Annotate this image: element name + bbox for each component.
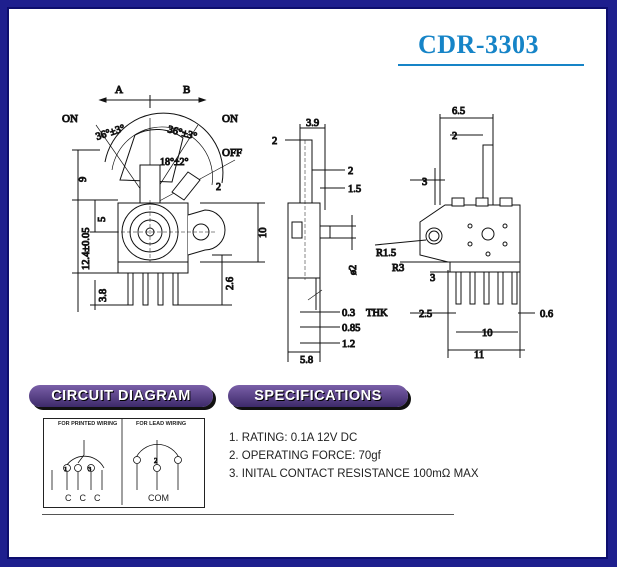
label-off: OFF — [222, 147, 242, 159]
spec-operating-force: 2. OPERATING FORCE: 70gf — [229, 450, 381, 462]
rear-view: 6.5 2 3 R1.5 R3 3 2.5 0.6 10 11 — [374, 106, 554, 362]
printed-wiring-caption: FOR PRINTED WIRING — [58, 421, 118, 427]
circuit-schematics: 2 1 3 — [51, 419, 182, 505]
dim-side-0-3: 0.3 — [342, 308, 355, 319]
dim-side-0-85: 0.85 — [342, 323, 360, 334]
dim-rear-2: 2 — [452, 131, 457, 142]
dim-rear-6-5: 6.5 — [452, 106, 465, 117]
dim-rear-r3: R3 — [392, 263, 404, 274]
pin-number-2: 2 — [154, 457, 158, 465]
spec-contact-resistance: 3. INITAL CONTACT RESISTANCE 100mΩ MAX — [229, 468, 479, 480]
bottom-rule — [42, 514, 454, 515]
dim-rear-0-6: 0.6 — [540, 309, 553, 320]
dim-side-thk: THK — [366, 308, 388, 319]
dim-front-12-4: 12.4±0.05 — [81, 227, 92, 270]
dim-rear-3b: 3 — [430, 273, 435, 284]
dim-side-dia2: ø2 — [348, 265, 359, 275]
dim-rear-r1-5: R1.5 — [376, 248, 396, 259]
printed-wiring-pins: C C C — [65, 493, 102, 503]
drawing-sheet — [7, 7, 608, 559]
label-b: B — [183, 84, 190, 96]
dim-rear-11: 11 — [474, 350, 484, 361]
dim-front-2: 2 — [216, 182, 221, 193]
angle-mid: 18°±2° — [160, 157, 189, 168]
front-view: A B ON ON OFF 36°±3° 36°±3° 18°±2° 2 9 5… — [62, 84, 270, 312]
circuit-diagram-header: CIRCUIT DIAGRAM — [29, 385, 213, 407]
dim-front-3-8: 3.8 — [98, 289, 109, 302]
lead-wiring-caption: FOR LEAD WIRING — [136, 421, 187, 427]
dim-front-9: 9 — [78, 177, 89, 182]
lead-wiring-pin: COM — [148, 493, 169, 503]
dim-rear-2-5: 2.5 — [419, 309, 432, 320]
dim-side-1-2: 1.2 — [342, 339, 355, 350]
angle-left: 36°±3° — [95, 123, 127, 143]
circuit-diagram-box: FOR PRINTED WIRING FOR LEAD WIRING C C C… — [43, 418, 205, 508]
label-a: A — [115, 84, 123, 96]
dim-side-5-8: 5.8 — [300, 355, 313, 366]
dim-front-5: 5 — [97, 217, 108, 222]
dim-front-2-6: 2.6 — [225, 277, 236, 290]
side-view: 3.9 2 2 1.5 ø2 0.3 THK 0.85 1.2 5.8 — [272, 118, 389, 367]
model-title: CDR-3303 — [418, 30, 539, 59]
dim-side-2b: 2 — [348, 166, 353, 177]
spec-rating: 1. RATING: 0.1A 12V DC — [229, 432, 358, 444]
dim-side-3-9: 3.9 — [306, 118, 319, 129]
specifications-header: SPECIFICATIONS — [228, 385, 408, 407]
label-on-right: ON — [222, 113, 238, 125]
pin-number-1: 1 — [64, 466, 67, 473]
pin-number-3: 3 — [88, 466, 91, 473]
dim-side-1-5: 1.5 — [348, 184, 361, 195]
label-on-left: ON — [62, 113, 78, 125]
dim-rear-10: 10 — [482, 328, 493, 339]
title-underline — [398, 64, 584, 66]
dim-front-10: 10 — [258, 228, 269, 239]
dim-side-2a: 2 — [272, 136, 277, 147]
dim-rear-3a: 3 — [422, 177, 427, 188]
